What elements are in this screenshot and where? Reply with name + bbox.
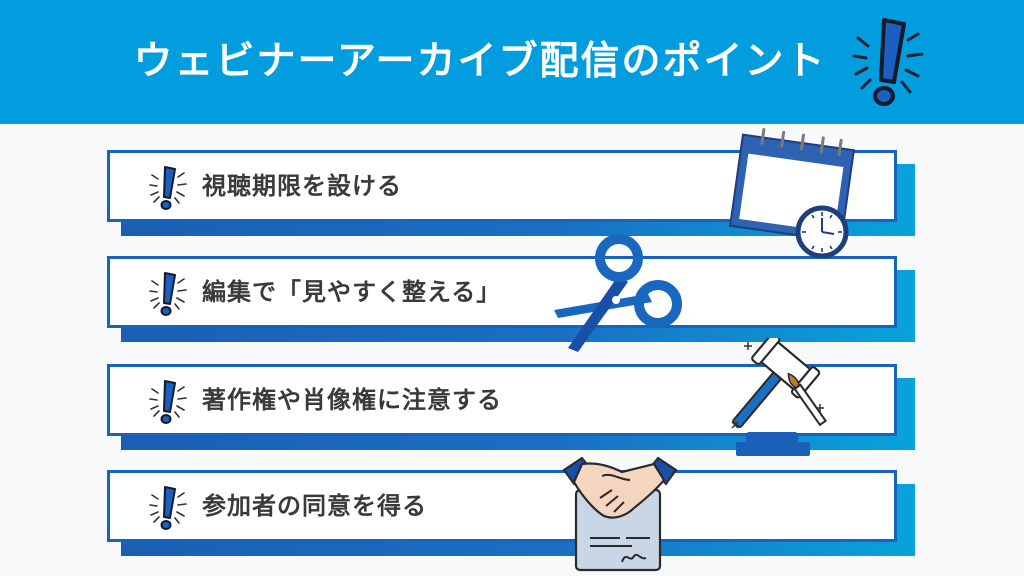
point-item-4: 参加者の同意を得る [107, 470, 915, 556]
item-label: 編集で「見やすく整える」 [202, 278, 502, 306]
scissors-icon [554, 234, 682, 352]
item-box: 参加者の同意を得る [107, 470, 897, 542]
exclamation-icon [149, 166, 187, 210]
item-label: 参加者の同意を得る [202, 492, 427, 520]
calendar-clock-icon [729, 128, 855, 258]
item-box: 著作権や肖像権に注意する [107, 364, 897, 436]
handshake-contract-icon [562, 456, 678, 572]
gavel-brush-icon [731, 338, 828, 456]
header-banner: ウェビナーアーカイブ配信のポイント [0, 0, 1024, 124]
exclamation-icon [149, 486, 187, 530]
exclamation-icon [149, 272, 187, 316]
item-label: 著作権や肖像権に注意する [202, 386, 502, 414]
item-label: 視聴期限を設ける [202, 172, 402, 200]
exclamation-icon [149, 380, 187, 424]
page-title: ウェビナーアーカイブ配信のポイント [133, 39, 827, 84]
point-item-2: 編集で「見やすく整える」 [107, 256, 915, 342]
exclamation-icon [852, 18, 924, 106]
item-box: 編集で「見やすく整える」 [107, 256, 897, 328]
